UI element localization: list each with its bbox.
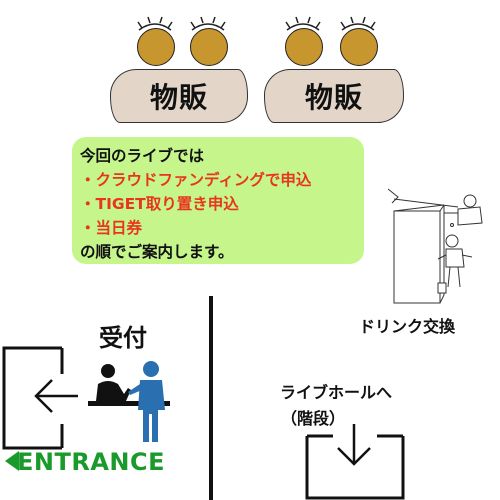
entrance-arrow-icon — [5, 451, 19, 471]
merch-booth-label: 物販 — [149, 81, 208, 114]
live-hall-sublabel: （階段） — [281, 409, 346, 428]
merch-booth-label: 物販 — [304, 81, 363, 114]
divider — [209, 296, 213, 500]
merch-booth-2: 物販 — [264, 69, 404, 123]
entrance-banner — [5, 451, 19, 471]
entrance-label: ENTRANCE — [17, 448, 165, 476]
eye-coin-icon — [285, 28, 323, 66]
eye-coin-icon — [190, 28, 228, 66]
live-hall-label: ライブホールへ — [280, 383, 393, 402]
notice-line: の順でご案内します。 — [80, 243, 234, 261]
notice-line: ・TIGET取り置き申込 — [80, 195, 239, 213]
notice-box: 今回のライブでは ・クラウドファンディングで申込 ・TIGET取り置き申込 ・当… — [72, 137, 364, 264]
reception-area — [2, 346, 170, 450]
bar-counter-icon — [388, 188, 483, 304]
notice-line: ・クラウドファンディングで申込 — [80, 171, 312, 189]
eye-coin-icon — [137, 28, 175, 66]
exit-arrow-icon — [34, 379, 78, 413]
down-arrow-icon — [305, 424, 405, 500]
visitor-person-icon — [128, 361, 165, 442]
notice-line: 今回のライブでは — [80, 147, 205, 165]
reception-label: 受付 — [99, 324, 147, 352]
eye-coin-icon — [340, 28, 378, 66]
notice-line: ・当日券 — [80, 219, 143, 237]
drink-exchange-label: ドリンク交換 — [359, 317, 456, 336]
merch-booth-1: 物販 — [110, 69, 248, 123]
eyelashes-icon — [137, 16, 376, 31]
staff-person-icon — [96, 364, 131, 401]
